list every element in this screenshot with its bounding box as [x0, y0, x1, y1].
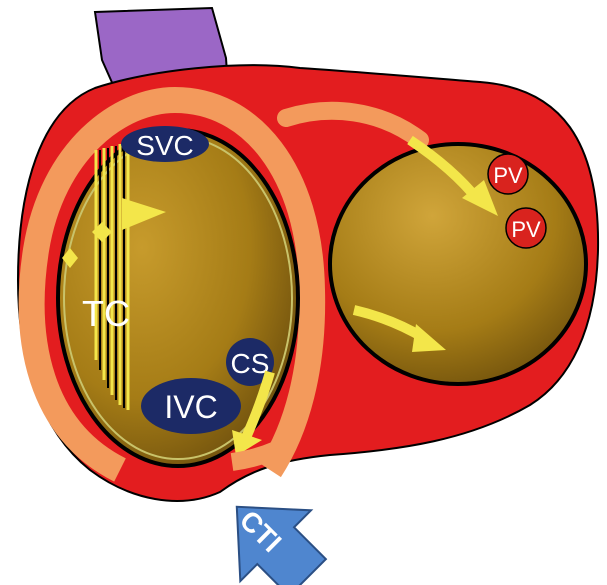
- cs-label: CS: [231, 348, 270, 379]
- tc-label: TC: [82, 293, 130, 334]
- svc-label: SVC: [136, 130, 194, 161]
- ivc-label: IVC: [164, 389, 217, 425]
- pv-lower-label: PV: [511, 217, 541, 242]
- pv-upper-label: PV: [493, 163, 523, 188]
